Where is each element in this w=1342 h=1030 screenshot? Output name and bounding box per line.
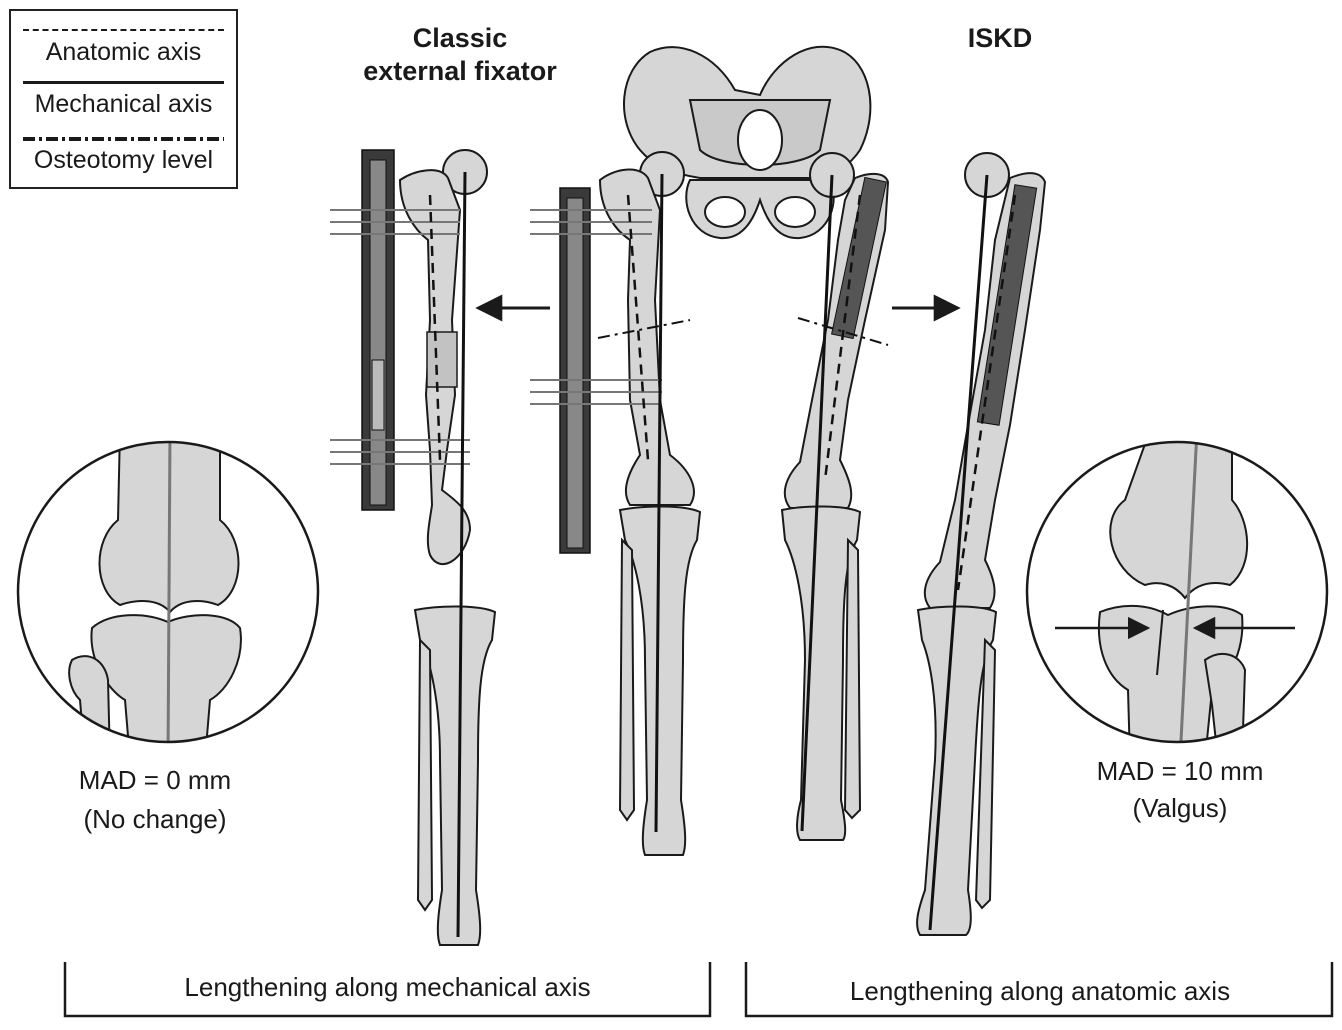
left-femur-lengthened bbox=[398, 149, 488, 566]
title-iskd: ISKD bbox=[967, 23, 1033, 53]
bracket-right-label: Lengthening along anatomic axis bbox=[849, 976, 1231, 1006]
osteotomy-level-lines bbox=[597, 317, 889, 346]
left-tibia-lengthened bbox=[413, 605, 497, 946]
bracket-right bbox=[744, 962, 1334, 1018]
mad-left-value: MAD = 0 mm bbox=[78, 765, 232, 795]
legend-anatomic-label: Anatomic axis bbox=[45, 38, 202, 66]
middle-right-femur bbox=[783, 152, 890, 509]
middle-right-tibia bbox=[780, 505, 862, 841]
legend-osteotomy-label: Osteotomy level bbox=[33, 146, 214, 174]
knee-closeup-left bbox=[16, 440, 320, 744]
anatomic-axis-lines bbox=[428, 194, 1017, 591]
mad-right-note: (Valgus) bbox=[1132, 793, 1228, 823]
legend-osteotomy-line bbox=[23, 137, 224, 141]
legend-box: Anatomic axis Mechanical axis Osteotomy … bbox=[9, 9, 238, 189]
right-femur-lengthened bbox=[923, 152, 1047, 609]
mechanical-axis-lines bbox=[456, 171, 989, 938]
right-tibia-lengthened bbox=[916, 605, 998, 936]
mad-left-note: (No change) bbox=[83, 804, 227, 834]
bracket-left bbox=[63, 962, 712, 1018]
legend-mechanical-label: Mechanical axis bbox=[34, 90, 213, 118]
pelvis bbox=[623, 45, 872, 240]
title-fixator: Classic external fixator bbox=[363, 23, 557, 86]
fixator-middle-assembly bbox=[530, 187, 662, 554]
bracket-left-label: Lengthening along mechanical axis bbox=[184, 972, 591, 1002]
fixator-left-assembly bbox=[330, 149, 470, 511]
legend-anatomic-line bbox=[23, 29, 224, 31]
knee-closeup-right bbox=[1025, 440, 1329, 744]
mad-right-value: MAD = 10 mm bbox=[1096, 756, 1264, 786]
legend-mechanical-line bbox=[23, 81, 224, 84]
middle-left-tibia bbox=[618, 505, 702, 856]
